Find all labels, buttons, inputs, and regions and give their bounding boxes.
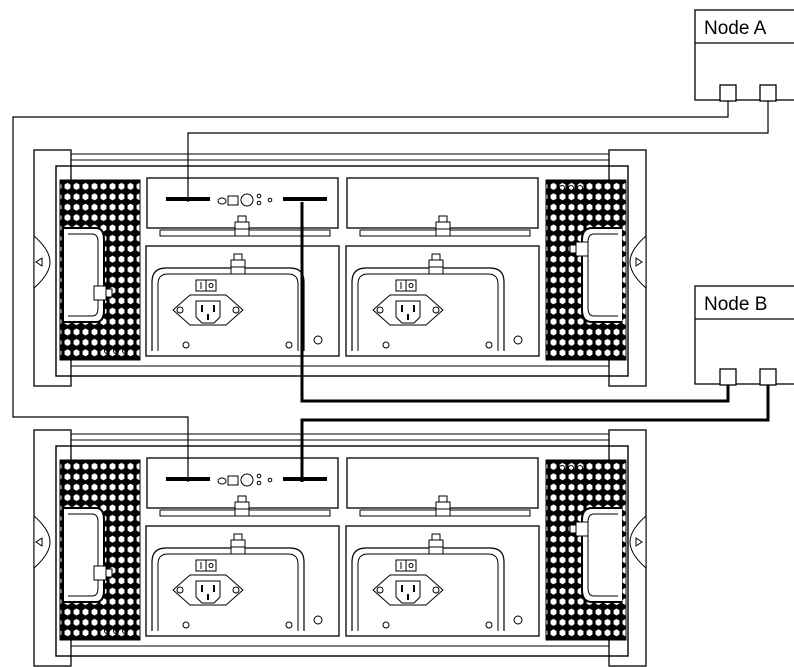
enclosure-top — [33, 149, 647, 387]
node-a-box: Node A — [694, 9, 794, 102]
node-a-label: Node A — [704, 18, 767, 39]
node-a-port-1 — [719, 84, 737, 102]
node-b-port-1 — [719, 368, 737, 386]
cable-node-b-port1-to-top-controller — [300, 202, 730, 403]
node-b-box: Node B — [694, 285, 794, 386]
node-b-label: Node B — [704, 294, 767, 315]
cable-node-a-port2-to-top-controller — [187, 101, 769, 202]
cable-node-b-port2-to-bottom-controller — [300, 385, 770, 482]
node-b-port-2 — [759, 368, 777, 386]
cable-node-a-port1-to-bottom-controller — [12, 101, 729, 482]
node-a-port-2 — [759, 84, 777, 102]
enclosure-bottom — [33, 429, 647, 667]
